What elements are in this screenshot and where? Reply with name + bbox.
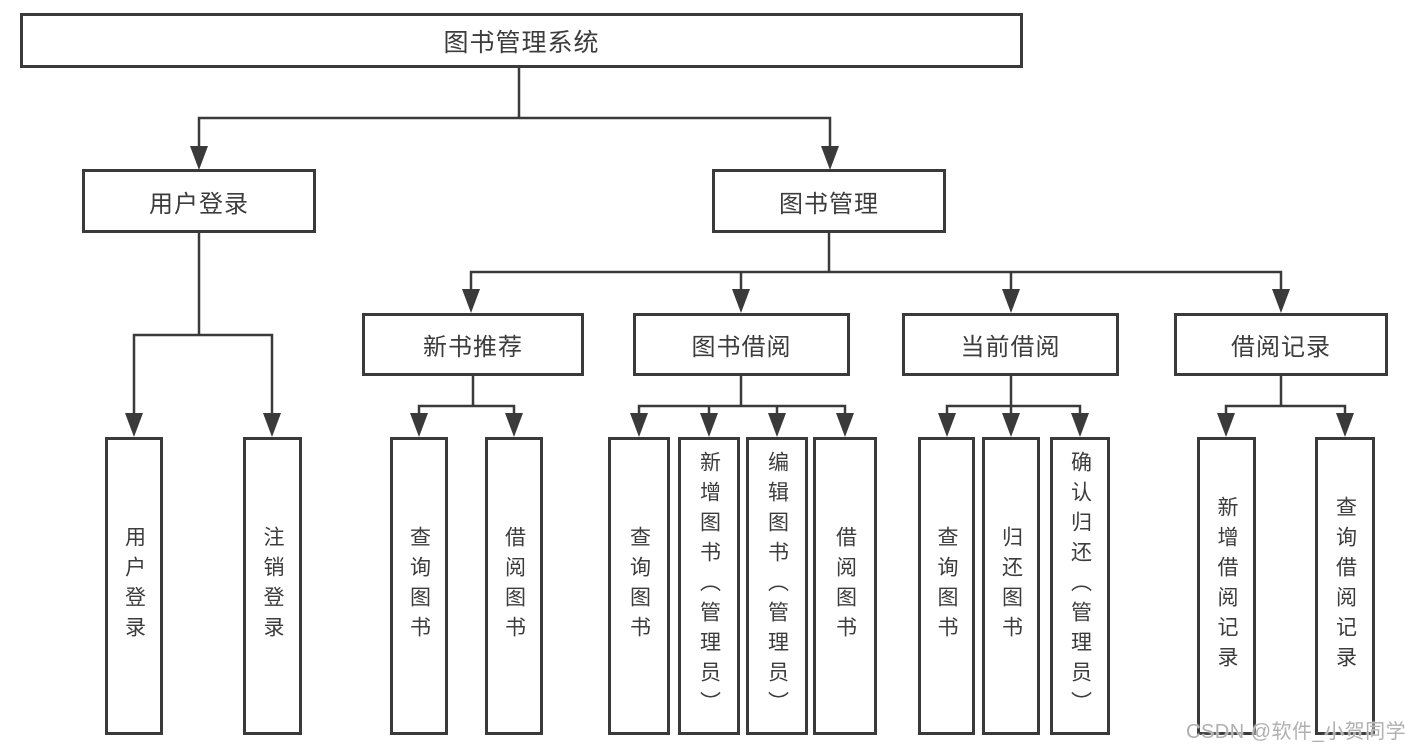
leaf-confirm-return-admin: 确认归还（管理员）	[1050, 437, 1110, 735]
leaf-query-books-borrowing: 查询图书	[608, 437, 670, 735]
leaf-borrow-books-recommend: 借阅图书	[485, 437, 543, 735]
node-book-management: 图书管理	[712, 169, 946, 233]
csdn-watermark: CSDN @软件_小贺同学	[1186, 721, 1405, 743]
leaf-query-books-current: 查询图书	[918, 437, 975, 735]
node-book-borrowing: 图书借阅	[633, 313, 850, 376]
leaf-user-login: 用户登录	[105, 437, 163, 735]
node-book-management-label: 图书管理	[779, 190, 879, 218]
node-user-login: 用户登录	[82, 169, 316, 233]
leaf-query-books-recommend: 查询图书	[390, 437, 448, 735]
node-borrow-records-label: 借阅记录	[1231, 334, 1331, 361]
leaf-logout-login: 注销登录	[243, 437, 302, 735]
node-library-system: 图书管理系统	[20, 13, 1023, 68]
node-library-system-label: 图书管理系统	[443, 28, 600, 57]
leaf-edit-books-admin: 编辑图书（管理员）	[746, 437, 808, 735]
node-new-book-recommend: 新书推荐	[362, 313, 584, 376]
node-current-borrowing: 当前借阅	[902, 313, 1119, 376]
leaf-return-books: 归还图书	[982, 437, 1040, 735]
leaf-add-books-admin: 新增图书（管理员）	[678, 437, 740, 735]
node-borrow-records: 借阅记录	[1174, 313, 1388, 376]
leaf-query-borrow-record: 查询借阅记录	[1315, 437, 1375, 735]
node-new-book-recommend-label: 新书推荐	[423, 334, 523, 361]
leaf-add-borrow-record: 新增借阅记录	[1197, 437, 1256, 735]
node-book-borrowing-label: 图书借阅	[691, 334, 792, 361]
node-current-borrowing-label: 当前借阅	[960, 334, 1061, 361]
node-user-login-label: 用户登录	[149, 190, 249, 218]
leaf-borrow-books-borrowing: 借阅图书	[813, 437, 877, 735]
